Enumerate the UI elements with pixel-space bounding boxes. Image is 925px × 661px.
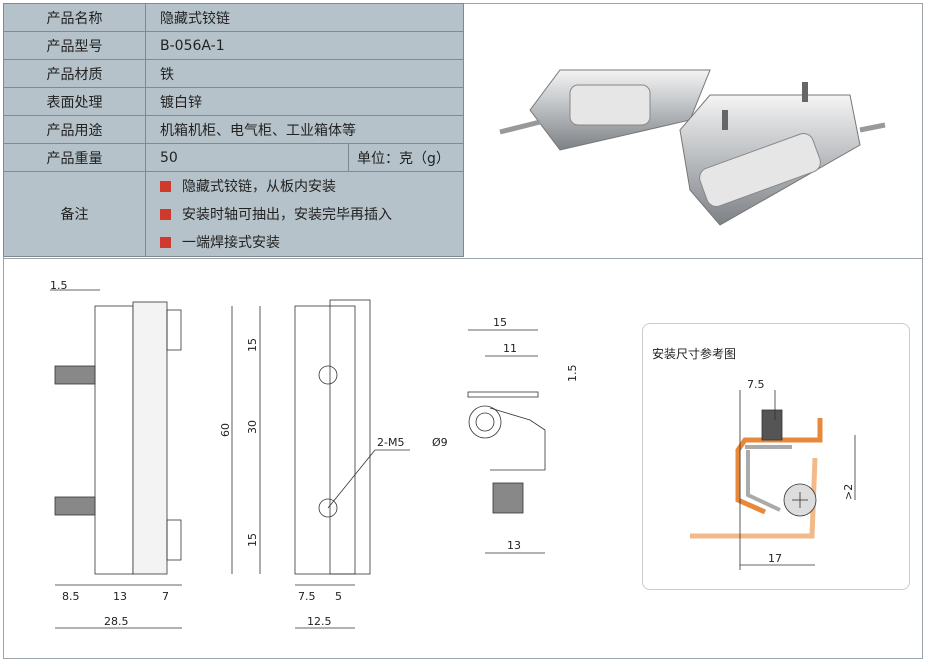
table-row: 产品材质铁 [3, 59, 464, 88]
table-row: 备注 隐藏式铰链，从板内安装 安装时轴可抽出，安装完毕再插入 一端焊接式安装 [3, 171, 464, 257]
dim-label: 15 [246, 533, 259, 547]
bullet-icon [160, 208, 171, 220]
note-item: 隐藏式铰链，从板内安装 [160, 172, 463, 200]
dim-label: 13 [113, 590, 127, 603]
spec-label: 产品型号 [3, 31, 146, 60]
end-view [467, 329, 546, 554]
dim-label: 7 [162, 590, 169, 603]
install-title: 安装尺寸参考图 [652, 346, 736, 361]
table-row: 产品用途机箱机柜、电气柜、工业箱体等 [3, 115, 464, 144]
dim-label: 7.5 [298, 590, 316, 603]
bullet-icon [160, 180, 171, 192]
note-item: 安装时轴可抽出，安装完毕再插入 [160, 200, 463, 228]
dim-label: 1.5 [566, 365, 579, 383]
dim-label: 15 [246, 338, 259, 352]
dim-label: 17 [768, 552, 782, 565]
product-photo [499, 69, 886, 226]
dim-label: 2-M5 [377, 436, 404, 449]
table-row: 表面处理镀白锌 [3, 87, 464, 116]
bullet-icon [160, 236, 171, 248]
install-diagram [690, 390, 856, 570]
note-item: 一端焊接式安装 [160, 228, 463, 256]
dim-label: 1.5 [50, 279, 68, 292]
spec-label: 产品重量 [3, 143, 146, 172]
dim-label: 8.5 [62, 590, 80, 603]
front-view [231, 299, 410, 629]
dim-label: 11 [503, 342, 517, 355]
dim-label: 5 [335, 590, 342, 603]
dim-label: 60 [219, 423, 232, 437]
note-text: 安装时轴可抽出，安装完毕再插入 [182, 207, 392, 223]
dim-label: 15 [493, 316, 507, 329]
divider [3, 258, 922, 259]
notes-list: 隐藏式铰链，从板内安装 安装时轴可抽出，安装完毕再插入 一端焊接式安装 [145, 171, 464, 257]
spec-value: 镀白锌 [145, 87, 464, 116]
side-view [50, 289, 182, 629]
spec-value: 机箱机柜、电气柜、工业箱体等 [145, 115, 464, 144]
install-reference-box [642, 323, 910, 590]
dim-label: 28.5 [104, 615, 129, 628]
dim-label: 30 [246, 420, 259, 434]
dim-label: 7.5 [747, 378, 765, 391]
notes-label: 备注 [3, 171, 146, 257]
dim-label: 12.5 [307, 615, 332, 628]
spec-value: 铁 [145, 59, 464, 88]
dim-label: 13 [507, 539, 521, 552]
note-text: 隐藏式铰链，从板内安装 [182, 179, 336, 195]
note-text: 一端焊接式安装 [182, 235, 280, 251]
dim-label: >2 [842, 484, 855, 500]
dim-label: Ø9 [432, 436, 448, 449]
weight-unit: 单位：克（g） [348, 143, 464, 172]
spec-label: 产品用途 [3, 115, 146, 144]
